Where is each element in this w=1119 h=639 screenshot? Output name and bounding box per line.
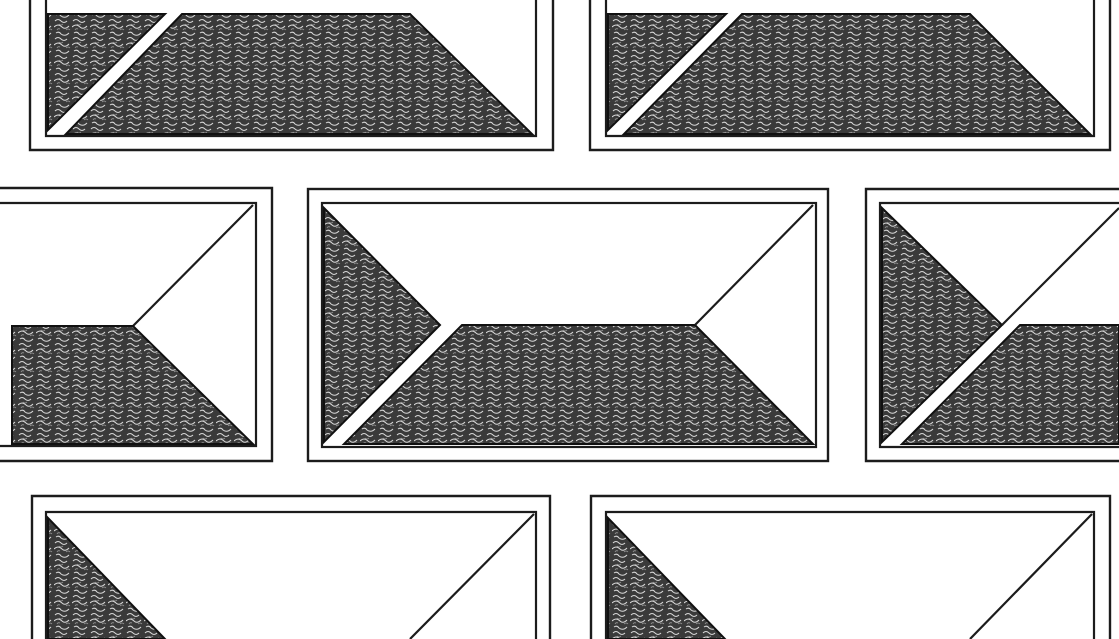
tile-row2-center xyxy=(308,189,828,461)
tile-row3-right xyxy=(591,496,1110,639)
tile-row1-left xyxy=(30,0,553,150)
tile-row2-left xyxy=(0,188,272,461)
tile-row3-left xyxy=(32,496,550,639)
tile-row1-right xyxy=(590,0,1110,150)
tile-row2-right xyxy=(866,189,1119,461)
